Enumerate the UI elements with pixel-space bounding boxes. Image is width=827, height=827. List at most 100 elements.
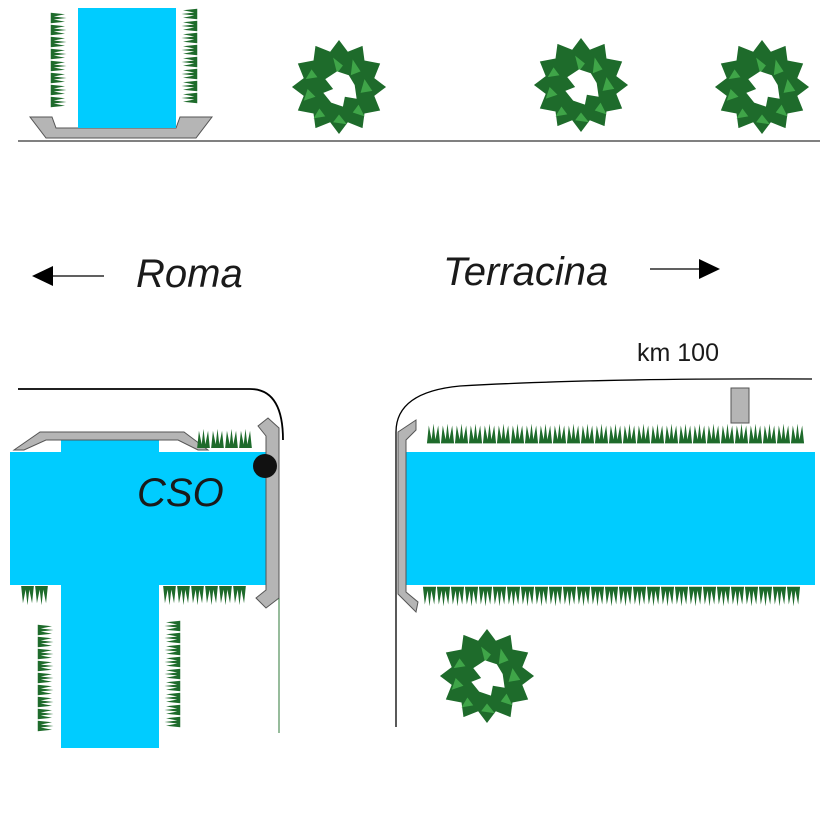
grass-tuft — [468, 423, 483, 444]
grass-tuft — [219, 586, 232, 606]
grass-tuft — [450, 586, 465, 607]
grass-tuft — [618, 586, 633, 607]
grass-tuft — [239, 428, 252, 448]
grass-tuft — [37, 684, 54, 696]
grass-tuft — [594, 423, 609, 444]
grass-tuft — [478, 586, 493, 607]
grass-tuft — [520, 586, 535, 607]
grass-tuft — [730, 586, 745, 607]
grass-tuft — [197, 428, 210, 448]
grass-tuft — [426, 423, 441, 444]
grass-tuft — [548, 586, 563, 607]
grass-tuft — [164, 680, 181, 692]
grass-tuft — [181, 56, 198, 68]
grass-tuft — [492, 586, 507, 607]
arrow-left-icon — [32, 266, 104, 286]
grass-tuft — [506, 586, 521, 607]
grass-tuft — [164, 668, 181, 680]
grass-tuft — [702, 586, 717, 607]
tree-icon — [439, 628, 535, 724]
plan-right: km 100 — [395, 339, 815, 727]
grass-tuft — [510, 423, 525, 444]
plan-left: CSO — [10, 388, 284, 748]
grass-tuft — [706, 423, 721, 444]
grass-tuft — [50, 48, 67, 60]
grass-tuft — [576, 586, 591, 607]
grass-tuft — [786, 586, 801, 607]
grass-tuft — [580, 423, 595, 444]
grass-tuft — [181, 20, 198, 32]
grass-tuft — [225, 428, 238, 448]
grass-tuft — [21, 586, 34, 606]
grass-tuft — [37, 624, 54, 636]
grass-tuft — [50, 36, 67, 48]
grass-tuft — [181, 92, 198, 104]
grass-tuft — [164, 644, 181, 656]
grass-tuft — [678, 423, 693, 444]
grass-tuft — [422, 586, 437, 607]
grass-tuft — [524, 423, 539, 444]
grass-tuft — [50, 96, 67, 108]
grass-tuft — [464, 586, 479, 607]
grass-tuft — [37, 648, 54, 660]
tree-icon — [291, 39, 387, 135]
grass-tuft — [776, 423, 791, 444]
grass-tuft — [233, 586, 246, 606]
grass-tuft — [37, 672, 54, 684]
grass-tuft — [50, 24, 67, 36]
grass-tuft — [454, 423, 469, 444]
grass-tuft — [744, 586, 759, 607]
grass-tuft — [496, 423, 511, 444]
grass-tuft — [720, 423, 735, 444]
grass-tuft — [50, 72, 67, 84]
roma-label: Roma — [136, 252, 243, 296]
grass-tuft — [552, 423, 567, 444]
grass-tuft — [163, 586, 176, 606]
grass-tuft — [181, 80, 198, 92]
grass-tuft — [748, 423, 763, 444]
grass-tuft — [436, 586, 451, 607]
bank-top-left — [12, 431, 210, 451]
grass-tuft — [632, 586, 647, 607]
grass-tuft — [716, 586, 731, 607]
grass-tuft — [191, 586, 204, 606]
grass-tuft — [650, 423, 665, 444]
grass-tuft — [562, 586, 577, 607]
grass-tuft — [37, 636, 54, 648]
grass-tuft — [608, 423, 623, 444]
grass-tuft — [205, 586, 218, 606]
grass-tuft — [758, 586, 773, 607]
grass-tuft — [772, 586, 787, 607]
grass-tuft — [164, 620, 181, 632]
grass-tuft — [177, 586, 190, 606]
direction-terracina: Terracina — [443, 250, 720, 294]
tree-icon — [714, 39, 810, 135]
terracina-label: Terracina — [443, 250, 608, 294]
grass-tuft — [534, 586, 549, 607]
grass-tuft — [164, 632, 181, 644]
grass-tuft — [674, 586, 689, 607]
grass-tuft — [622, 423, 637, 444]
grass-tuft — [636, 423, 651, 444]
cso-label: CSO — [137, 471, 224, 515]
channel-water-section — [78, 8, 176, 128]
grass-tuft — [664, 423, 679, 444]
grass-tuft — [211, 428, 224, 448]
channel-bank-section — [28, 116, 214, 139]
grass-tuft — [37, 660, 54, 672]
grass-tuft — [35, 586, 48, 606]
grass-tuft — [688, 586, 703, 607]
grass-tuft — [50, 12, 67, 24]
direction-roma: Roma — [32, 252, 243, 296]
grass-tuft — [692, 423, 707, 444]
grass-tuft — [590, 586, 605, 607]
grass-tuft — [181, 32, 198, 44]
grass-tuft — [482, 423, 497, 444]
cso-point-icon — [253, 454, 277, 478]
grass-tuft — [440, 423, 455, 444]
branch-channel-water — [61, 440, 159, 748]
grass-tuft — [734, 423, 749, 444]
grass-tuft — [790, 423, 805, 444]
road-edge-left — [18, 388, 284, 441]
